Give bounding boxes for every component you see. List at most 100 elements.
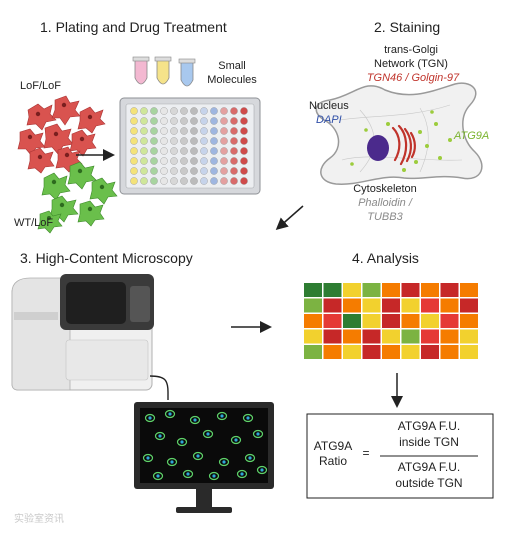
plate-well <box>220 137 228 145</box>
heatmap-cell <box>421 298 439 313</box>
monitor-cell <box>176 437 188 447</box>
plate-well <box>230 147 238 155</box>
monitor-cell-nucleus <box>234 438 238 442</box>
atg9a-label: ATG9A <box>454 130 490 142</box>
monitor-cell <box>256 465 268 475</box>
plate-well <box>240 127 248 135</box>
plate-well <box>240 137 248 145</box>
plate-well <box>220 107 228 115</box>
well-plate <box>119 97 261 195</box>
heatmap-cell <box>323 283 342 297</box>
heatmap-cell <box>421 345 439 359</box>
plate-well <box>150 177 158 185</box>
monitor-cell-nucleus <box>246 416 250 420</box>
heatmap-cell <box>343 314 361 328</box>
monitor-cell-nucleus <box>206 432 210 436</box>
heatmap-cell <box>401 283 420 297</box>
step-plating-title: 1. Plating and Drug Treatment <box>40 19 227 35</box>
plate-well <box>230 177 238 185</box>
plate-well <box>170 157 178 165</box>
plate-well <box>160 177 168 185</box>
plate-well <box>230 157 238 165</box>
plate-well <box>140 147 148 155</box>
heatmap-cell <box>440 283 459 297</box>
plate-well <box>240 117 248 125</box>
stained-cell <box>315 82 483 185</box>
numerator-line1: ATG9A F.U. <box>397 419 461 433</box>
plate-well <box>130 157 138 165</box>
plate-well <box>200 147 208 155</box>
monitor-cell-nucleus <box>168 412 172 416</box>
plate-well <box>180 117 188 125</box>
plate-well <box>220 147 228 155</box>
plate-well <box>220 117 228 125</box>
atg9a-vesicles <box>350 110 452 172</box>
plate-well <box>160 167 168 175</box>
plate-well <box>180 107 188 115</box>
lof-cell-cluster <box>17 95 106 174</box>
plate-well <box>210 137 218 145</box>
heatmap-cell <box>421 329 439 344</box>
monitor-cell-nucleus <box>156 474 160 478</box>
cyto-marker-label-line1: Phalloidin / <box>358 197 412 209</box>
heatmap-cell <box>304 298 322 313</box>
plate-well <box>160 137 168 145</box>
monitor-cell <box>154 431 166 441</box>
monitor-cell <box>202 429 214 439</box>
wt-label: WT/LoF <box>14 217 54 229</box>
monitor-cell-nucleus <box>186 472 190 476</box>
plate-well <box>170 147 178 155</box>
monitor-cell <box>142 453 154 463</box>
small-molecule-tubes <box>132 56 196 87</box>
ratio-label-line1: ATG9A <box>313 439 353 453</box>
plate-well <box>150 117 158 125</box>
heatmap-cell <box>460 283 478 297</box>
heatmap-cell <box>362 298 381 313</box>
plate-well <box>240 147 248 155</box>
monitor-cell <box>252 429 264 439</box>
cyto-marker-label-line2: TUBB3 <box>367 211 403 223</box>
heatmap-cell <box>323 329 342 344</box>
plate-well <box>140 107 148 115</box>
heatmap-cell <box>343 283 361 297</box>
monitor-cell-nucleus <box>196 454 200 458</box>
plate-well <box>180 147 188 155</box>
heatmap-cell <box>343 329 361 344</box>
monitor-cell-nucleus <box>170 460 174 464</box>
plate-well <box>190 177 198 185</box>
denominator-line1: ATG9A F.U. <box>397 460 461 474</box>
plate-well <box>190 147 198 155</box>
monitor-cell-nucleus <box>240 472 244 476</box>
plate-well <box>220 167 228 175</box>
plate-well <box>160 107 168 115</box>
heatmap-cell <box>362 329 381 344</box>
heatmap-cell <box>460 345 478 359</box>
heatmap-cell <box>401 329 420 344</box>
plate-well <box>200 177 208 185</box>
plate-well <box>140 167 148 175</box>
plate-well <box>170 137 178 145</box>
monitor-cell <box>192 451 204 461</box>
monitor-cell <box>144 413 156 423</box>
heatmap-cell <box>460 314 478 328</box>
heatmap-cell <box>440 314 459 328</box>
monitor-cell-nucleus <box>256 432 260 436</box>
monitor-cell-nucleus <box>146 456 150 460</box>
plate-well <box>190 137 198 145</box>
plate-well <box>200 137 208 145</box>
monitor-cell-nucleus <box>260 468 264 472</box>
plate-well <box>150 107 158 115</box>
heatmap-cell <box>460 298 478 313</box>
plate-well <box>230 107 238 115</box>
lof-label: LoF/LoF <box>20 80 61 92</box>
monitor-cell <box>189 415 201 425</box>
monitor-cell-nucleus <box>222 460 226 464</box>
monitor-cell-nucleus <box>220 414 224 418</box>
monitor-cell <box>164 409 176 419</box>
monitor-cell <box>242 413 254 423</box>
plate-well <box>160 157 168 165</box>
plate-well <box>210 157 218 165</box>
plate-well <box>210 107 218 115</box>
plate-well <box>230 127 238 135</box>
